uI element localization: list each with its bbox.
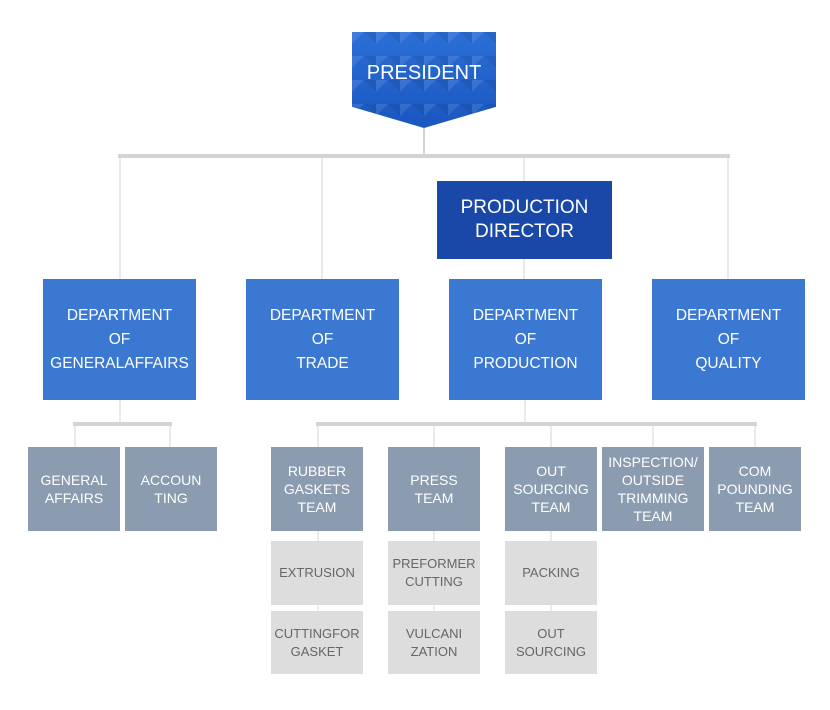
team-label-line2: GASKETS [283,481,351,497]
sub-unit-extrusion: EXTRUSION [271,541,363,605]
department-label-line2: OF [108,330,131,348]
team-press: PRESS TEAM [388,447,480,531]
department-label-line3: QUALITY [695,354,762,372]
team-label-line3: TEAM [531,499,571,515]
sub-unit-label-line1: VULCANI [405,625,463,641]
sub-unit-label-line2: ZATION [410,643,458,659]
sub-unit-out-sourcing: OUT SOURCING [505,611,597,674]
department-label-line2: OF [514,330,537,348]
team-label-line2: TING [154,490,188,506]
team-label-line3: TEAM [297,499,337,515]
team-label-line2: POUNDING [717,481,793,497]
department-label-line2: OF [717,330,740,348]
president-node: PRESIDENT [352,32,496,128]
sub-unit-label: PACKING [522,565,580,580]
sub-unit-label-line2: GASKET [290,643,344,659]
department-label-line1: DEPARTMENT [472,306,579,324]
team-general-affairs: GENERAL AFFAIRS [28,447,120,531]
department-label-line3: TRADE [296,354,349,372]
sub-unit-label-line2: CUTTING [405,574,463,589]
department-label-line1: DEPARTMENT [269,306,376,324]
team-label-line1: COM [738,463,772,479]
sub-unit-preformer-cutting: PREFORMER CUTTING [388,541,480,605]
sub-unit-label-line1: PREFORMER [392,556,476,571]
team-out-sourcing: OUT SOURCING TEAM [505,447,597,531]
department-trade: DEPARTMENT OF TRADE [246,279,399,400]
production-director-node: PRODUCTION DIRECTOR [437,181,612,259]
sub-unit-label-line2: SOURCING [515,643,587,659]
department-label-line2: OF [311,330,334,348]
team-label-line1: RUBBER [287,463,347,479]
sub-unit-packing: PACKING [505,541,597,605]
team-label-line3: TRIMMING [617,490,689,506]
department-general-affairs: DEPARTMENT OF GENERALAFFAIRS [43,279,196,400]
team-label-line1: OUT [536,463,566,479]
team-label-line1: PRESS [410,472,458,488]
team-label-line2: AFFAIRS [44,490,104,506]
team-label-line1: GENERAL [40,472,108,488]
department-label-line3: GENERALAFFAIRS [50,354,189,372]
team-label-line2: OUTSIDE [621,472,685,488]
team-accounting: ACCOUN TING [125,447,217,531]
sub-unit-label: EXTRUSION [279,565,355,580]
team-rubber-gaskets: RUBBER GASKETS TEAM [271,447,363,531]
sub-unit-cutting-for-gasket: CUTTINGFOR GASKET [271,611,363,674]
department-label-line1: DEPARTMENT [66,306,173,324]
director-label-line2: DIRECTOR [475,221,574,242]
sub-unit-vulcanization: VULCANI ZATION [388,611,480,674]
department-production: DEPARTMENT OF PRODUCTION [449,279,602,400]
president-label: PRESIDENT [366,61,482,84]
team-compounding: COM POUNDING TEAM [709,447,801,531]
team-label-line4: TEAM [633,508,673,524]
team-label-line1: INSPECTION/ [608,454,698,470]
department-quality: DEPARTMENT OF QUALITY [652,279,805,400]
sub-unit-label-line1: CUTTINGFOR [274,625,360,641]
team-label-line3: TEAM [735,499,775,515]
team-inspection-trimming: INSPECTION/ OUTSIDE TRIMMING TEAM [602,447,704,531]
team-label-line1: ACCOUN [140,472,202,488]
team-label-line2: TEAM [414,490,454,506]
team-label-line2: SOURCING [513,481,589,497]
director-label-line1: PRODUCTION [460,197,589,218]
sub-unit-label-line1: OUT [537,625,565,641]
department-label-line1: DEPARTMENT [675,306,782,324]
department-label-line3: PRODUCTION [473,354,578,372]
